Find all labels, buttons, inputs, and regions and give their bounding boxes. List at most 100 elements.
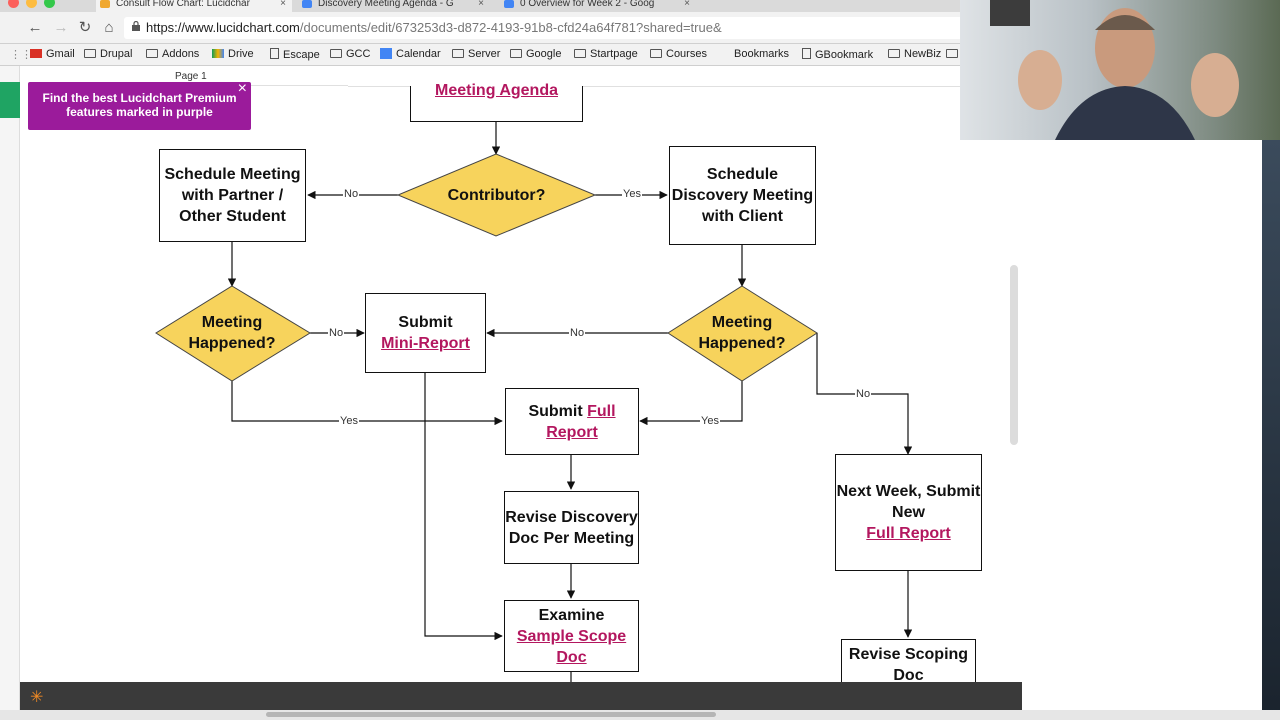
revise-scoping-box[interactable]: Revise Scoping Doc [841,639,976,682]
bookmark-gmail[interactable]: Gmail [30,48,75,60]
minimize-window-icon[interactable] [26,0,37,8]
mini-report-link[interactable]: Mini-Report [381,335,470,352]
lucidchart-favicon-icon [100,0,110,8]
url-path: /documents/edit/673253d3-d872-4193-91b8-… [299,20,722,35]
edge-label-no: No [569,327,586,339]
calendar-icon [380,48,392,59]
horizontal-scrollbar[interactable] [266,712,716,717]
sample-scope-doc-link[interactable]: Sample Scope Doc [516,627,627,666]
home-icon[interactable]: ⌂ [104,19,114,36]
folder-icon [888,49,900,58]
bookmark-gbookmark[interactable]: GBookmark [802,48,873,61]
submit-mini-report-box[interactable]: Submit Mini-Report [365,293,486,373]
webcam-overlay [960,0,1280,140]
sheets-side-icon[interactable] [0,82,20,118]
bookmark-addons[interactable]: Addons [146,48,199,60]
docs-favicon-icon [302,0,312,8]
schedule-partner-box[interactable]: Schedule Meeting with Partner / Other St… [159,149,306,242]
bookmark-startpage[interactable]: Startpage [574,48,638,60]
contributor-label: Contributor? [447,186,546,204]
folder-icon [84,49,96,58]
browser-tab-overview[interactable]: 0 Overview for Week 2 - Goog × [500,0,696,12]
gmail-icon [30,49,42,58]
edge-label-no: No [328,327,345,339]
bookmark-drive[interactable]: Drive [212,48,254,60]
meeting-agenda-link[interactable]: Meeting Agenda [435,82,558,99]
schedule-discovery-box[interactable]: Schedule Discovery Meeting with Client [669,146,816,245]
browser-tab-agenda[interactable]: Discovery Meeting Agenda - G × [298,0,490,12]
submit-full-report-box[interactable]: Submit Full Report [505,388,639,455]
forward-arrow-icon[interactable]: → [53,19,69,36]
bookmark-newbiz[interactable]: NewBiz [888,48,941,60]
bookmark-folder-more[interactable] [946,48,962,60]
connector-lines [155,122,913,682]
submit-full-prefix: Submit [528,402,583,420]
url-host: https://www.lucidchart.com [146,20,300,35]
revise-discovery-box[interactable]: Revise Discovery Doc Per Meeting [504,491,639,564]
close-tab-icon[interactable]: × [280,0,286,9]
schedule-discovery-label: Schedule Discovery Meeting with Client [671,166,814,225]
next-week-full-report-link[interactable]: Full Report [866,525,951,542]
next-week-prefix: Next Week, Submit New [836,483,981,521]
contributor-diamond[interactable] [396,153,597,237]
submit-mini-prefix: Submit [398,314,453,331]
folder-icon [574,49,586,58]
diagram-canvas[interactable]: Page 1 [20,66,1022,682]
revise-discovery-label: Revise Discovery Doc Per Meeting [505,508,638,547]
tab-title: Discovery Meeting Agenda - G [318,0,454,9]
edge-label-no: No [343,188,360,200]
bookmark-gcc[interactable]: GCC [330,48,370,60]
page-icon [802,48,811,59]
vertical-scrollbar[interactable] [1010,265,1018,445]
meeting-agenda-box[interactable]: Meeting Agenda [410,82,583,122]
bookmark-google[interactable]: Google [510,48,561,60]
folder-icon [946,49,958,58]
horizontal-scroll-area [0,710,1280,720]
maximize-window-icon[interactable] [44,0,55,8]
bookmark-server[interactable]: Server [452,48,500,60]
browser-tab-lucidchart[interactable]: Consult Flow Chart: Lucidchar × [96,0,292,12]
revise-scoping-label: Revise Scoping Doc [848,646,969,682]
examine-prefix: Examine [538,606,605,624]
edge-label-yes: Yes [339,415,359,427]
tab-title: 0 Overview for Week 2 - Goog [520,0,655,9]
reload-icon[interactable]: ↻ [78,19,92,36]
tab-title: Consult Flow Chart: Lucidchar [116,0,250,9]
bookmark-drupal[interactable]: Drupal [84,48,132,60]
folder-icon [146,49,158,58]
bookmark-calendar[interactable]: Calendar [380,48,441,60]
meeting-happened-right-label: Meeting Happened? [698,314,786,352]
meeting-happened-left-label: Meeting Happened? [188,314,276,352]
close-tab-icon[interactable]: × [478,0,484,9]
meeting-happened-right-diamond[interactable] [667,285,818,382]
bookmark-escape[interactable]: Escape [270,48,320,61]
lucidchart-logo-icon[interactable]: ✳ [30,689,44,706]
back-arrow-icon[interactable]: ← [27,19,43,36]
close-tab-icon[interactable]: × [684,0,690,9]
schedule-partner-label: Schedule Meeting with Partner / Other St… [164,166,301,225]
premium-promo-banner[interactable]: Find the best Lucidchart Premium feature… [28,80,251,130]
examine-scope-box[interactable]: Examine Sample Scope Doc [504,600,639,672]
presenter-video-icon [990,0,1239,140]
close-icon[interactable]: × [237,80,247,97]
next-week-box[interactable]: Next Week, Submit New Full Report [835,454,982,571]
edge-label-yes: Yes [700,415,720,427]
full-report-link[interactable]: Full Report [546,402,616,441]
folder-icon [510,49,522,58]
bookmark-bookmarks[interactable]: Bookmarks [734,48,790,60]
edge-label-no: No [855,388,872,400]
meeting-happened-left-diamond[interactable] [155,285,311,382]
drive-icon [212,49,224,58]
bookmark-courses[interactable]: Courses [650,48,707,60]
folder-icon [650,49,662,58]
close-window-icon[interactable] [8,0,19,8]
folder-icon [452,49,464,58]
docs-favicon-icon [504,0,514,8]
bottom-status-bar: ✳ [20,682,1022,710]
apps-icon[interactable]: ⋮⋮ [10,49,32,61]
edge-label-yes: Yes [622,188,642,200]
promo-text: Find the best Lucidchart Premium feature… [42,91,237,119]
folder-icon [330,49,342,58]
right-panel-blank [1022,140,1280,720]
